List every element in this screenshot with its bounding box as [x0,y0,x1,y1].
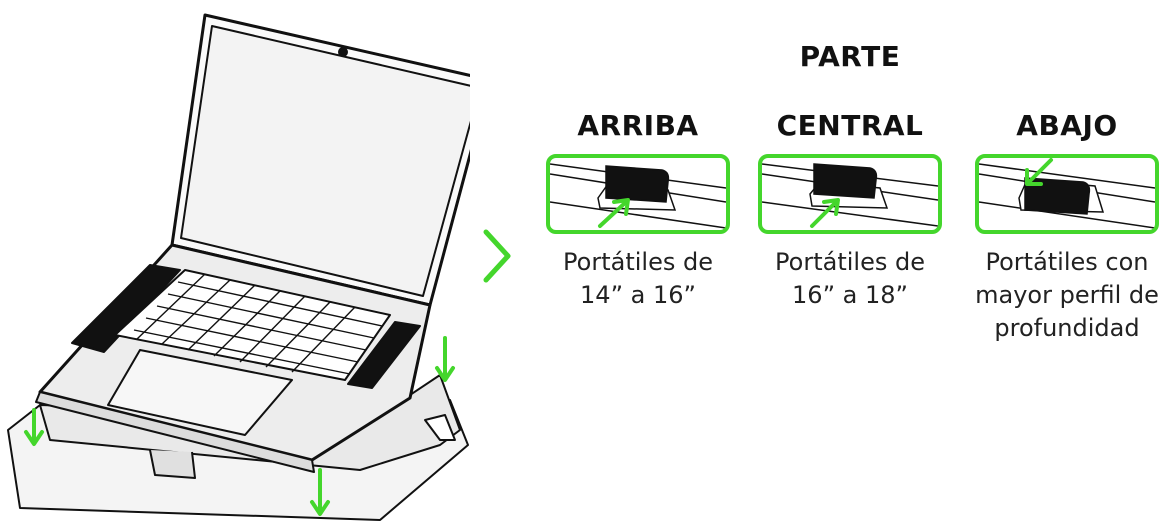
option-abajo: ABAJO Portátiles con mayor perfil de pro… [975,0,1159,523]
option-heading: ARRIBA [577,109,699,142]
down-arrows [24,336,455,516]
chevron-right-icon [483,229,511,283]
caption-line: Portátiles con [985,248,1149,276]
option-caption: Portátiles de 16” a 18” [738,246,962,312]
latch-detail-panel [975,154,1159,234]
caption-line: mayor perfil de [975,281,1159,309]
caption-line: profundidad [994,314,1140,342]
laptop-on-stand-illustration [7,13,470,521]
caption-line: 14” a 16” [580,281,696,309]
latch-detail-panel [758,154,942,234]
caption-line: Portátiles de [775,248,925,276]
option-heading: PARTE [799,40,901,73]
option-heading: ABAJO [1016,109,1118,142]
latch-detail-illustration [762,163,938,228]
option-caption: Portátiles de 14” a 16” [526,246,750,312]
latch-detail-illustration [550,163,726,229]
latch-detail-illustration [979,158,1155,229]
option-heading-line2: CENTRAL [776,109,924,142]
option-arriba: ARRIBA Portátiles de 14” a 16” [546,0,730,523]
option-caption: Portátiles con mayor perfil de profundid… [955,246,1165,345]
touchpad [107,349,293,436]
caption-line: 16” a 18” [792,281,908,309]
caption-line: Portátiles de [563,248,713,276]
option-central: PARTE CENTRAL Portátiles de 16” a 18” [758,0,942,523]
latch-detail-panel [546,154,730,234]
